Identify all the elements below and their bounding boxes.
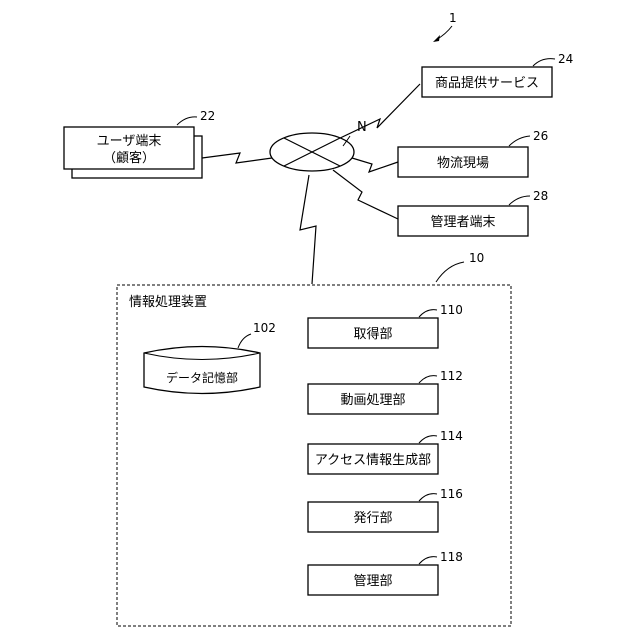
user-terminal-label: ユーザ端末 — [97, 134, 162, 149]
unit-acquisition-ref: 110 — [440, 303, 463, 317]
product-service-ref: 24 — [558, 52, 573, 66]
data-storage-ref: 102 — [253, 321, 276, 335]
logistics-site-node: 物流現場 26 — [398, 129, 548, 177]
link-admin-terminal — [333, 170, 398, 219]
info-processing-device: 情報処理装置 10 データ記憶部 102 取得部 110 動画処理部 112 ア… — [117, 251, 511, 626]
logistics-site-label: 物流現場 — [437, 156, 489, 171]
unit-management-label: 管理部 — [353, 574, 392, 589]
admin-terminal-label: 管理者端末 — [430, 215, 495, 230]
network-label: N — [357, 120, 367, 135]
unit-management-ref: 118 — [440, 550, 463, 564]
unit-video-processing-label: 動画処理部 — [340, 393, 405, 408]
admin-terminal-node: 管理者端末 28 — [398, 189, 548, 236]
figure-number: 1 — [433, 11, 457, 42]
link-info-device — [300, 175, 316, 284]
unit-video-processing: 動画処理部 112 — [308, 369, 463, 414]
link-logistics-site — [352, 158, 398, 172]
svg-text:1: 1 — [449, 11, 457, 25]
product-service-label: 商品提供サービス — [435, 75, 539, 91]
user-terminal-ref: 22 — [200, 109, 215, 123]
link-user-terminal — [202, 153, 272, 163]
data-storage-label: データ記憶部 — [166, 370, 238, 385]
unit-access-info-generation-ref: 114 — [440, 429, 463, 443]
unit-issuing: 発行部 116 — [308, 487, 463, 532]
unit-acquisition-label: 取得部 — [353, 326, 392, 342]
user-terminal-node: ユーザ端末 （顧客） 22 — [64, 109, 215, 178]
admin-terminal-ref: 28 — [533, 189, 548, 203]
logistics-site-ref: 26 — [533, 129, 548, 143]
user-terminal-sublabel: （顧客） — [103, 150, 155, 166]
unit-video-processing-ref: 112 — [440, 369, 463, 383]
network-node: N — [270, 120, 367, 171]
unit-management: 管理部 118 — [308, 550, 463, 595]
link-product-service — [336, 84, 420, 140]
unit-issuing-label: 発行部 — [353, 511, 392, 526]
data-storage: データ記憶部 102 — [144, 321, 276, 394]
unit-access-info-generation: アクセス情報生成部 114 — [308, 429, 463, 474]
unit-acquisition: 取得部 110 — [308, 303, 463, 348]
product-service-node: 商品提供サービス 24 — [422, 52, 573, 97]
unit-access-info-generation-label: アクセス情報生成部 — [315, 453, 431, 468]
info-device-ref: 10 — [469, 251, 484, 265]
unit-issuing-ref: 116 — [440, 487, 463, 501]
network-connections — [202, 84, 420, 284]
info-device-title: 情報処理装置 — [129, 295, 207, 310]
